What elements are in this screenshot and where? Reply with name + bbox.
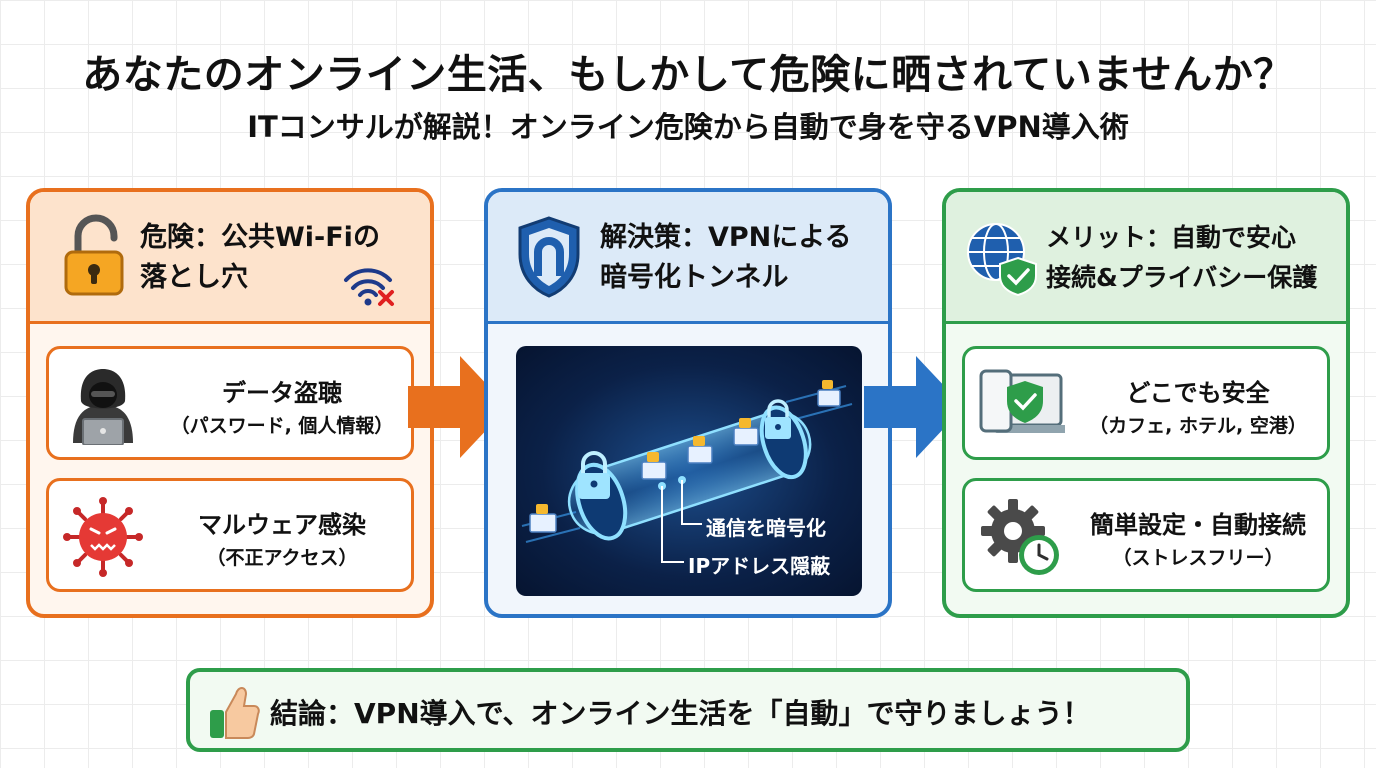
vpn-tunnel-illustration: 通信を暗号化 IPアドレス隠蔽 bbox=[516, 346, 862, 596]
conclusion-banner: 結論：VPN導入で、オンライン生活を「自動」で守りましょう！ bbox=[186, 668, 1190, 752]
gear-clock-icon bbox=[981, 499, 1059, 575]
merit-panel: メリット：自動で安心 接続&プライバシー保護 どこでも安全 （カフェ, ホテル,… bbox=[942, 188, 1350, 618]
shield-icon bbox=[518, 216, 580, 298]
merit-heading-line2: 接続&プライバシー保護 bbox=[1046, 263, 1318, 292]
danger-header: 危険：公共Wi-Fiの 落とし穴 bbox=[30, 192, 430, 324]
danger-heading-line2: 落とし穴 bbox=[140, 262, 248, 293]
merit-card-subtitle: （ストレスフリー） bbox=[1112, 547, 1284, 569]
solution-heading-line1: 解決策：VPNによる bbox=[600, 222, 852, 253]
danger-card-malware: マルウェア感染 （不正アクセス） bbox=[46, 478, 414, 592]
tunnel-lock-right-icon bbox=[765, 399, 791, 439]
devices-shield-icon bbox=[979, 369, 1065, 433]
solution-body: 通信を暗号化 IPアドレス隠蔽 bbox=[488, 324, 888, 614]
virus-icon bbox=[63, 497, 143, 577]
merit-body: どこでも安全 （カフェ, ホテル, 空港） bbox=[946, 324, 1346, 614]
danger-card-title: マルウェア感染 bbox=[198, 511, 366, 539]
solution-heading-line2: 暗号化トンネル bbox=[600, 262, 789, 293]
hacker-icon bbox=[73, 369, 133, 445]
danger-card-subtitle: （不正アクセス） bbox=[206, 547, 358, 569]
merit-header: メリット：自動で安心 接続&プライバシー保護 bbox=[946, 192, 1346, 324]
main-title: あなたのオンライン生活、もしかして危険に晒されていませんか？ bbox=[82, 52, 1294, 98]
wifi-error-icon bbox=[344, 268, 394, 306]
danger-body: データ盗聴 （パスワード, 個人情報） bbox=[30, 324, 430, 614]
danger-card-title: データ盗聴 bbox=[222, 379, 342, 407]
solution-header: 解決策：VPNによる 暗号化トンネル bbox=[488, 192, 888, 324]
solution-panel: 解決策：VPNによる 暗号化トンネル bbox=[484, 188, 892, 618]
label-encrypt-traffic: 通信を暗号化 bbox=[706, 516, 826, 540]
danger-heading-line1: 危険：公共Wi-Fiの bbox=[140, 222, 380, 253]
arrow-right-icon bbox=[408, 356, 508, 458]
merit-card-safe-anywhere: どこでも安全 （カフェ, ホテル, 空港） bbox=[962, 346, 1330, 460]
tunnel-lock-left-icon bbox=[578, 451, 610, 499]
encrypted-tunnel-graphic bbox=[521, 380, 853, 563]
label-hide-ip: IPアドレス隠蔽 bbox=[688, 554, 831, 578]
thumbs-up-icon bbox=[210, 687, 260, 739]
merit-card-title: 簡単設定・自動接続 bbox=[1090, 511, 1306, 539]
subtitle: ITコンサルが解説！オンライン危険から自動で身を守るVPN導入術 bbox=[247, 110, 1129, 144]
danger-card-subtitle: （パスワード, 個人情報） bbox=[170, 415, 394, 437]
unlocked-padlock-icon bbox=[64, 214, 124, 296]
globe-shield-icon bbox=[967, 223, 1037, 296]
arrow-right-icon bbox=[864, 356, 964, 458]
danger-panel: 危険：公共Wi-Fiの 落とし穴 データ盗聴 （パスワード, 個人情報） bbox=[26, 188, 434, 618]
merit-heading-line1: メリット：自動で安心 bbox=[1046, 223, 1297, 252]
danger-card-eavesdrop: データ盗聴 （パスワード, 個人情報） bbox=[46, 346, 414, 460]
conclusion-text: 結論：VPN導入で、オンライン生活を「自動」で守りましょう！ bbox=[270, 697, 1091, 730]
merit-card-subtitle: （カフェ, ホテル, 空港） bbox=[1089, 415, 1307, 437]
merit-card-auto-connect: 簡単設定・自動接続 （ストレスフリー） bbox=[962, 478, 1330, 592]
merit-card-title: どこでも安全 bbox=[1126, 379, 1270, 407]
